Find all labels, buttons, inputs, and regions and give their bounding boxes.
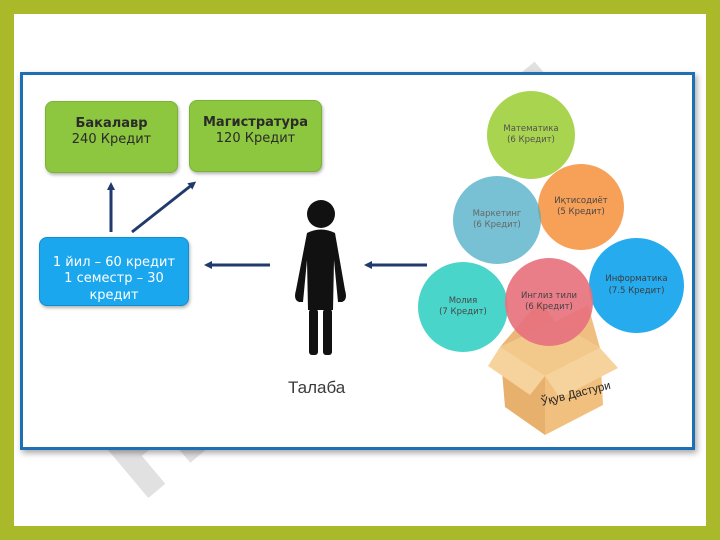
subject-name: Маркетинг (472, 208, 522, 219)
subject-credits: (7.5 Кредит) (608, 285, 665, 296)
subject-name: Инглиз тили (521, 290, 577, 301)
subject-circle-finance: Молия (7 Кредит) (418, 262, 508, 352)
subject-circle-informatics: Информатика (7.5 Кредит) (589, 238, 684, 333)
subject-name: Математика (503, 123, 559, 134)
degree-title: Бакалавр (75, 116, 148, 131)
subject-name: Молия (448, 295, 478, 306)
student-figure-icon (295, 200, 346, 355)
degree-title: Магистратура (202, 115, 308, 130)
student-label: Талаба (288, 378, 346, 397)
subject-circle-math: Математика (6 Кредит) (487, 91, 575, 179)
subject-credits: (6 Кредит) (507, 135, 555, 145)
degree-box-master: Магистратура 120 Кредит (189, 100, 322, 172)
curriculum-box-icon (488, 300, 618, 435)
subject-credits: (6 Кредит) (525, 302, 573, 312)
subject-name: Информатика (605, 274, 668, 285)
subject-credits: (6 Кредит) (473, 220, 521, 230)
credit-rule-box: 1 йил – 60 кредит 1 семестр – 30 кредит (39, 237, 189, 306)
subject-circle-economics: Иқтисодиёт (5 Кредит) (538, 164, 624, 250)
subject-name: Иқтисодиёт (554, 195, 608, 206)
degree-credits: 120 Кредит (215, 131, 296, 147)
credit-rule-line-1: 1 йил – 60 кредит (52, 255, 176, 270)
subject-circle-marketing: Маркетинг (6 Кредит) (453, 176, 541, 264)
subject-circle-english: Инглиз тили (6 Кредит) (505, 258, 593, 346)
degree-credits: 240 Кредит (71, 132, 152, 148)
arrow-to-master (131, 181, 197, 234)
credit-rule-line-2: 1 семестр – 30 кредит (64, 271, 164, 303)
degree-box-bachelor: Бакалавр 240 Кредит (45, 101, 178, 173)
subject-credits: (7 Кредит) (439, 307, 487, 317)
subject-credits: (5 Кредит) (557, 207, 605, 217)
